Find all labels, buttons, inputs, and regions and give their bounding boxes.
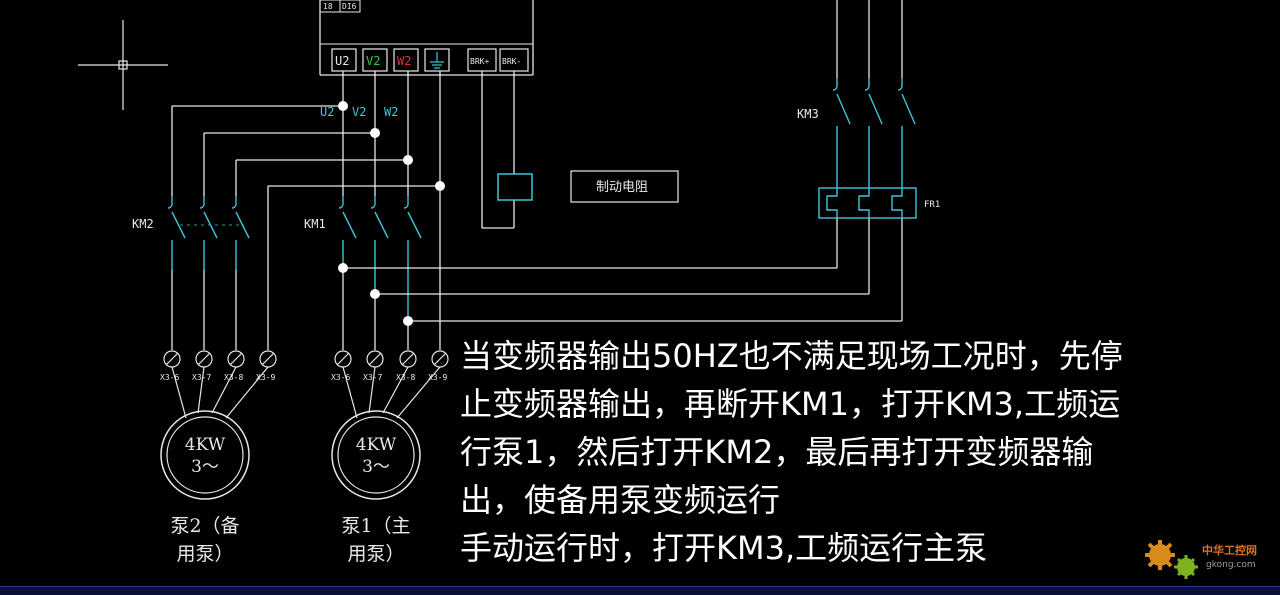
terminal-block-pump2 [163,350,277,368]
terminal-brk-minus-label: BRK- [502,57,521,66]
bus-label-w2: W2 [384,105,398,119]
operation-description: 当变频器输出50HZ也不满足现场工况时，先停 止变频器输出，再断开KM1，打开K… [460,332,1250,572]
inverter-unit: 18 DI6 U2 V2 W2 BRK+ BRK- [319,0,534,76]
motor-pump2 [160,410,250,500]
terminal-ground [424,48,450,72]
terminal-pump2-x3-7: X3-7 [192,373,211,382]
motor1-power: 4KW [356,435,397,455]
terminal-v2-label: V2 [366,54,380,68]
mains-wires [343,0,903,322]
watermark-site-name: 中华工控网 [1202,543,1257,557]
motor1-phase: 3～ [362,457,390,477]
braking-resistor-circuit [481,71,515,229]
motor2-power: 4KW [185,435,226,455]
pump2-label-line2: 用泵） [176,543,233,565]
contactor-km1 [338,196,422,321]
description-line-2: 止变频器输出，再断开KM1，打开KM3,工频运 [460,385,1121,423]
motor-pump1 [331,410,421,500]
motor-leads [171,366,441,419]
braking-resistor-box [570,170,679,203]
bus-label-u2: U2 [320,105,334,119]
terminal-w2 [393,48,419,72]
cad-crosshair-cursor [78,20,168,110]
bottom-border-bar [0,586,1280,595]
contactor-km2 [167,196,250,270]
terminal-pump1-x3-8: X3-8 [396,373,415,382]
watermark-site-url: gkong.com [1206,560,1256,570]
terminal-pump2-x3-9: X3-9 [256,373,275,382]
bus-label-v2: V2 [352,105,366,119]
terminal-pump1-x3-6: X3-6 [331,373,350,382]
mains-junction-dots [338,263,413,326]
ground-icon [430,52,444,69]
terminal-u2-label: U2 [335,54,349,68]
contactor-km3 [832,78,916,188]
watermark-logo: 中华工控网 gkong.com [1145,540,1257,579]
km2-label: KM2 [132,217,154,231]
inverter-output-wires [171,71,441,350]
fr1-label: FR1 [924,200,940,210]
km3-label: KM3 [797,107,819,121]
description-line-1: 当变频器输出50HZ也不满足现场工况时，先停 [460,337,1123,375]
terminal-pump2-x3-8: X3-8 [224,373,243,382]
km1-label: KM1 [304,217,326,231]
terminal-w2-label: W2 [397,54,411,68]
terminal-brk-plus-label: BRK+ [470,57,489,66]
terminal-block-pump1 [334,350,449,368]
terminal-pump2-x3-6: X3-6 [160,373,179,382]
pump2-label-line1: 泵2（备 [170,515,239,537]
inverter-cell-18: 18 [323,2,333,11]
pump1-label-line2: 用泵） [347,543,404,565]
pump2-feed-wires [171,270,237,350]
terminal-pump1-x3-7: X3-7 [363,373,382,382]
description-line-4: 出，使备用泵变频运行 [460,481,781,519]
inverter-cell-di6: DI6 [342,2,357,11]
terminal-pump1-x3-9: X3-9 [428,373,447,382]
motor2-phase: 3～ [191,457,219,477]
terminal-u2 [331,48,357,72]
description-line-5: 手动运行时，打开KM3,工频运行主泵 [460,529,988,567]
gear-icon [1145,540,1175,570]
description-line-3: 行泵1，然后打开KM2，最后再打开变频器输 [460,433,1094,471]
braking-resistor-symbol [497,173,533,201]
gear-icon-small [1174,555,1198,579]
braking-resistor-label: 制动电阻 [596,180,648,195]
overload-relay-fr1 [818,187,917,219]
pump1-label-line1: 泵1（主 [341,515,410,537]
